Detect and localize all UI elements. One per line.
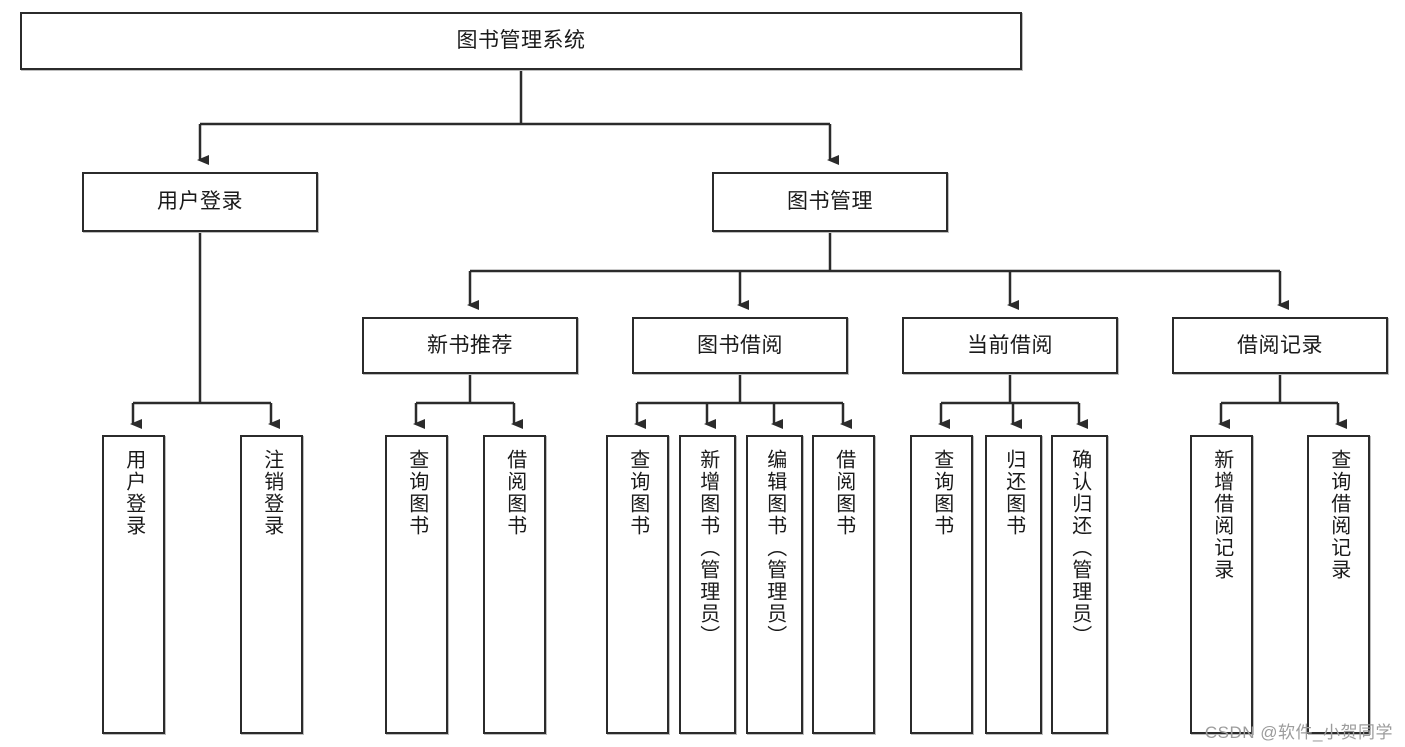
watermark: CSDN @软件_小贺同学 [1204, 723, 1393, 742]
node-label: 当前借阅 [967, 333, 1053, 357]
node-label: 注销登录 [260, 449, 283, 537]
leaf-query-book-borrow[interactable]: 查询图书 [606, 435, 669, 734]
leaf-query-book-current[interactable]: 查询图书 [910, 435, 973, 734]
node-label: 图书借阅 [697, 333, 783, 357]
node-user-login[interactable]: 用户登录 [82, 172, 318, 232]
node-label: 查询图书 [930, 449, 953, 537]
node-label: 查询图书 [626, 449, 649, 537]
edges-level2-to-level3 [467, 232, 1289, 310]
leaf-user-login[interactable]: 用户登录 [102, 435, 165, 734]
edges-records-to-leaves [1218, 374, 1347, 429]
node-root[interactable]: 图书管理系统 [20, 12, 1022, 70]
leaf-add-book-admin[interactable]: 新增图书（管理员） [679, 435, 736, 734]
leaf-edit-book-admin[interactable]: 编辑图书（管理员） [746, 435, 803, 734]
node-new-book-recommend[interactable]: 新书推荐 [362, 317, 578, 374]
node-book-management[interactable]: 图书管理 [712, 172, 948, 232]
leaf-return-book[interactable]: 归还图书 [985, 435, 1042, 734]
node-label: 图书管理系统 [456, 29, 586, 53]
node-label: 归还图书 [1002, 449, 1025, 537]
edges-current-to-leaves [938, 374, 1088, 429]
node-borrow-records[interactable]: 借阅记录 [1172, 317, 1388, 374]
node-label: 查询借阅记录 [1327, 449, 1350, 581]
node-current-borrow[interactable]: 当前借阅 [902, 317, 1118, 374]
leaf-logout[interactable]: 注销登录 [240, 435, 303, 734]
leaf-add-borrow-record[interactable]: 新增借阅记录 [1190, 435, 1253, 734]
leaf-query-book-recommend[interactable]: 查询图书 [385, 435, 448, 734]
edges-borrow-to-leaves [634, 374, 852, 429]
node-label: 编辑图书（管理员） [763, 449, 786, 647]
node-label: 用户登录 [122, 449, 145, 537]
node-label: 新增图书（管理员） [696, 449, 719, 647]
node-label: 借阅图书 [503, 449, 526, 537]
node-label: 图书管理 [787, 190, 873, 214]
edges-root-to-level2 [197, 70, 839, 165]
edges-newbook-to-leaves [413, 374, 523, 429]
node-label: 用户登录 [157, 190, 243, 214]
leaf-borrow-book-recommend[interactable]: 借阅图书 [483, 435, 546, 734]
node-label: 借阅图书 [832, 449, 855, 537]
node-label: 新书推荐 [427, 333, 513, 357]
edges-login-to-leaves [130, 232, 280, 429]
node-label: 借阅记录 [1237, 333, 1323, 357]
leaf-borrow-book[interactable]: 借阅图书 [812, 435, 875, 734]
node-label: 确认归还（管理员） [1068, 449, 1091, 647]
leaf-query-borrow-record[interactable]: 查询借阅记录 [1307, 435, 1370, 734]
node-label: 新增借阅记录 [1210, 449, 1233, 581]
node-book-borrow[interactable]: 图书借阅 [632, 317, 848, 374]
leaf-confirm-return-admin[interactable]: 确认归还（管理员） [1051, 435, 1108, 734]
node-label: 查询图书 [405, 449, 428, 537]
